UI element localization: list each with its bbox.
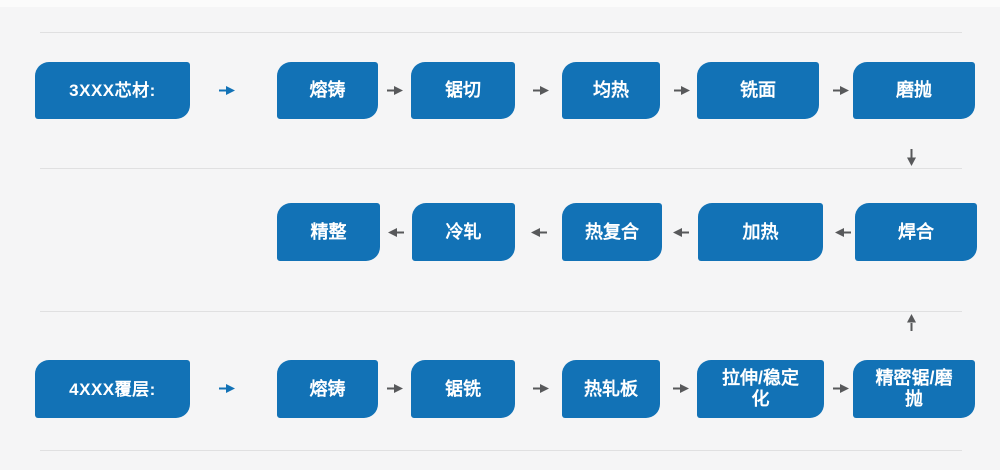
arrow-down-icon xyxy=(906,148,917,167)
row2-step-box: 精整 xyxy=(277,203,380,261)
arrow-left-icon xyxy=(834,227,852,238)
row1-label: 3XXX芯材: xyxy=(69,81,156,100)
step-label: 熔铸 xyxy=(309,80,346,100)
row1-step-box: 锯切 xyxy=(411,62,515,119)
row3-step-box: 拉伸/稳定化 xyxy=(697,360,824,418)
row2-step-box: 热复合 xyxy=(562,203,662,261)
divider-line-row1-row2 xyxy=(40,168,962,169)
row3-label: 4XXX覆层: xyxy=(69,379,156,399)
row3-step-box: 精密锯/磨抛 xyxy=(853,360,975,418)
divider-line-bottom xyxy=(40,450,962,451)
step-label: 精整 xyxy=(310,221,347,242)
step-label: 热轧板 xyxy=(584,378,638,399)
arrow-right-icon xyxy=(532,383,550,394)
step-label: 均热 xyxy=(593,80,629,100)
arrow-right-icon xyxy=(218,383,236,394)
arrow-right-icon xyxy=(832,85,850,96)
row2-step-box: 焊合 xyxy=(855,203,977,261)
arrow-right-icon xyxy=(218,85,236,96)
step-label: 热复合 xyxy=(585,221,639,242)
arrow-right-icon xyxy=(386,383,404,394)
row1-step-box: 磨抛 xyxy=(853,62,975,119)
arrow-right-icon xyxy=(532,85,550,96)
arrow-left-icon xyxy=(387,227,405,238)
step-label: 拉伸/稳定化 xyxy=(721,368,799,409)
step-label: 冷轧 xyxy=(445,221,482,242)
row1-step-box: 铣面 xyxy=(697,62,819,119)
step-label: 磨抛 xyxy=(896,80,932,100)
row1-label-box: 3XXX芯材: xyxy=(35,62,190,119)
step-label: 焊合 xyxy=(898,221,934,242)
step-label: 铣面 xyxy=(740,80,776,100)
row3-step-box: 熔铸 xyxy=(277,360,378,418)
step-label: 精密锯/磨抛 xyxy=(875,368,953,409)
arrow-right-icon xyxy=(673,85,691,96)
divider-line-top xyxy=(40,32,962,33)
step-label: 加热 xyxy=(742,221,779,242)
arrow-right-icon xyxy=(386,85,404,96)
row3-label-box: 4XXX覆层: xyxy=(35,360,190,418)
step-label: 锯切 xyxy=(445,80,481,100)
arrow-right-icon xyxy=(672,383,690,394)
row3-step-box: 锯铣 xyxy=(411,360,515,418)
step-label: 熔铸 xyxy=(309,378,346,399)
row1-step-box: 均热 xyxy=(562,62,660,119)
arrow-right-icon xyxy=(832,383,850,394)
arrow-up-icon xyxy=(906,313,917,332)
step-label: 锯铣 xyxy=(445,378,481,399)
arrow-left-icon xyxy=(530,227,548,238)
page-top-strip xyxy=(0,0,1000,7)
row2-step-box: 冷轧 xyxy=(412,203,515,261)
row3-step-box: 热轧板 xyxy=(562,360,660,418)
arrow-left-icon xyxy=(672,227,690,238)
row1-step-box: 熔铸 xyxy=(277,62,378,119)
row2-step-box: 加热 xyxy=(698,203,823,261)
divider-line-row2-row3 xyxy=(40,311,962,312)
